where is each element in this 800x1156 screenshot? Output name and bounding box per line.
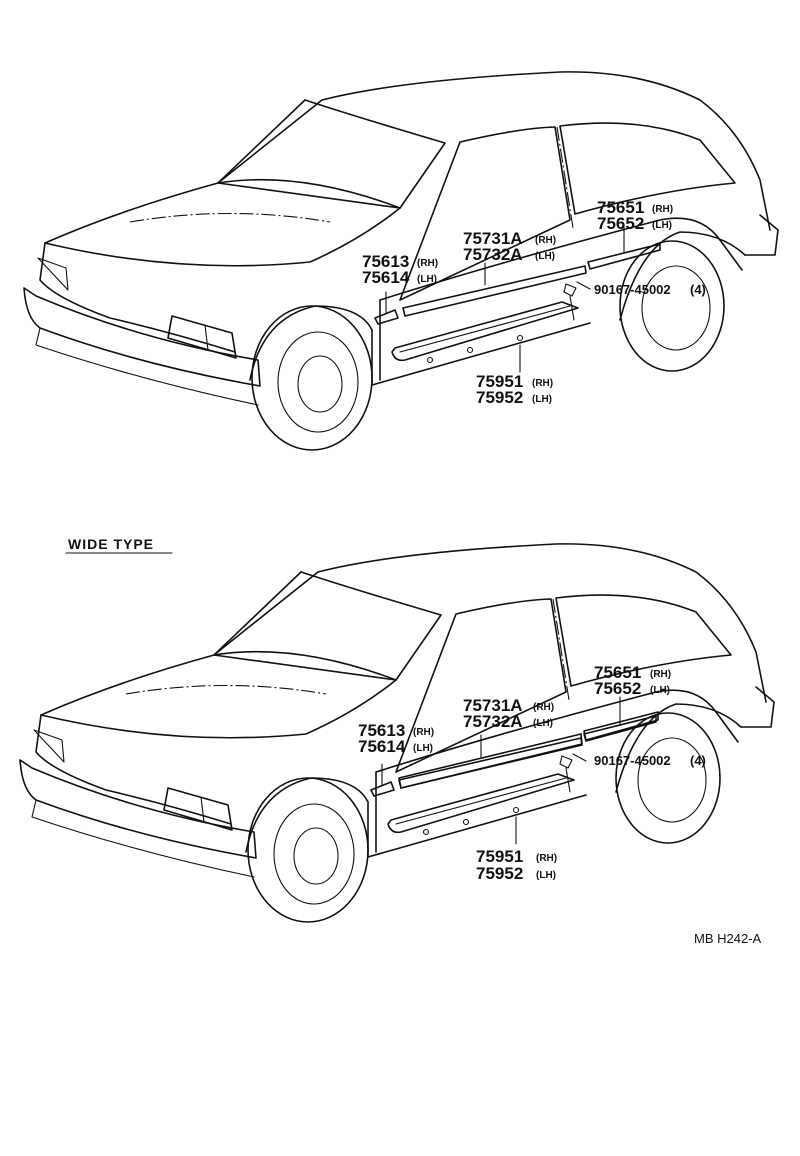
- part-number: 75651: [594, 663, 641, 682]
- part-number: 75652: [594, 679, 641, 698]
- part-number: 75952: [476, 864, 523, 883]
- side-label: (LH): [413, 743, 433, 754]
- drawing-code: MB H242-A: [694, 931, 762, 946]
- side-label: (LH): [533, 718, 553, 729]
- side-label: (RH): [652, 204, 673, 215]
- callout-front-door: 75731A (RH) 75732A (LH): [463, 229, 556, 264]
- part-number: 75614: [358, 737, 406, 756]
- side-label: (RH): [650, 669, 671, 680]
- part-number: 75951: [476, 847, 523, 866]
- callout-front-fender: 75613 (RH) 75614 (LH): [358, 721, 434, 756]
- callout-front-door: 75731A (RH) 75732A (LH): [463, 696, 554, 731]
- part-number: 75652: [597, 214, 644, 233]
- side-label: (RH): [413, 727, 434, 738]
- part-number: 75732A: [463, 712, 523, 731]
- callout-quarter: 75651 (RH) 75652 (LH): [597, 198, 673, 233]
- car-view-standard: 75613 (RH) 75614 (LH) 75731A (RH) 75732A…: [23, 71, 779, 451]
- side-label: (RH): [533, 702, 554, 713]
- part-number: 75731A: [463, 696, 523, 715]
- part-number: 75613: [358, 721, 405, 740]
- callout-rocker: 75951 (RH) 75952 (LH): [476, 847, 557, 883]
- side-label: (RH): [417, 258, 438, 269]
- callout-rocker: 75951 (RH) 75952 (LH): [476, 372, 553, 407]
- callout-fastener: 90167-45002 (4): [594, 282, 706, 297]
- callout-fastener: 90167-45002 (4): [594, 753, 706, 768]
- side-label: (RH): [532, 378, 553, 389]
- part-number: 90167-45002: [594, 282, 671, 297]
- part-number: 75951: [476, 372, 523, 391]
- part-number: 90167-45002: [594, 753, 671, 768]
- side-label: (LH): [652, 220, 672, 231]
- callout-front-fender: 75613 (RH) 75614 (LH): [362, 252, 438, 287]
- part-number: 75651: [597, 198, 644, 217]
- side-label: (LH): [532, 394, 552, 405]
- quantity-label: (4): [690, 753, 706, 768]
- part-number: 75732A: [463, 245, 523, 264]
- side-label: (LH): [536, 870, 556, 881]
- part-number: 75731A: [463, 229, 523, 248]
- quantity-label: (4): [690, 282, 706, 297]
- section-header: WIDE TYPE: [65, 536, 173, 554]
- side-label: (LH): [650, 685, 670, 696]
- part-number: 75613: [362, 252, 409, 271]
- callout-quarter: 75651 (RH) 75652 (LH): [594, 663, 671, 698]
- car-view-wide: 75613 (RH) 75614 (LH) 75731A (RH) 75732A…: [19, 543, 775, 923]
- part-number: 75614: [362, 268, 410, 287]
- section-title: WIDE TYPE: [68, 536, 154, 552]
- side-label: (RH): [535, 235, 556, 246]
- part-number: 75952: [476, 388, 523, 407]
- side-label: (LH): [417, 274, 437, 285]
- side-label: (RH): [536, 853, 557, 864]
- side-label: (LH): [535, 251, 555, 262]
